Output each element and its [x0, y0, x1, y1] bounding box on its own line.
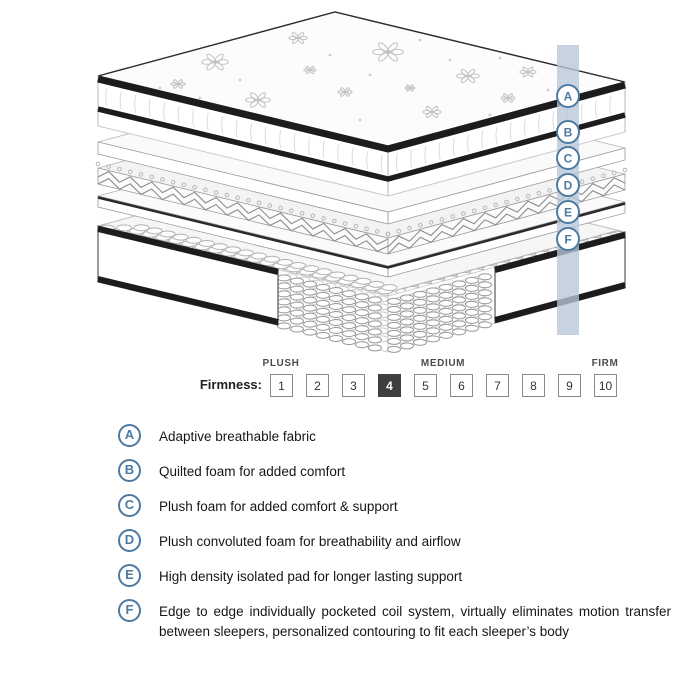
legend-text-c: Plush foam for added comfort & support [159, 499, 398, 514]
layer-label-f: F [556, 227, 580, 251]
legend-item-c: C Plush foam for added comfort & support [118, 494, 671, 517]
firmness-box-7: 7 [486, 374, 509, 397]
firmness-box-10: 10 [594, 374, 617, 397]
firmness-box-3: 3 [342, 374, 365, 397]
layer-label-a: A [556, 84, 580, 108]
legend-text-d: Plush convoluted foam for breathability … [159, 534, 461, 549]
firmness-title: Firmness: [199, 377, 262, 392]
plush-range-label: PLUSH [262, 358, 300, 369]
layer-label-f-text: F [564, 233, 571, 247]
layer-label-c-text: C [564, 152, 573, 166]
firmness-box-5: 5 [414, 374, 437, 397]
firmness-box-1: 1 [270, 374, 293, 397]
layer-label-b-text: B [564, 126, 573, 140]
legend-letter-a: A [118, 424, 141, 447]
legend-letter-b: B [118, 459, 141, 482]
firmness-box-8: 8 [522, 374, 545, 397]
layer-label-e-text: E [564, 206, 572, 220]
mattress-layers-illustration: A B C D E F [95, 11, 628, 353]
layer-label-a-text: A [564, 90, 573, 104]
firmness-box-6: 6 [450, 374, 473, 397]
firmness-boxes: 1 2 3 4 5 6 7 8 9 10 [270, 374, 617, 397]
layer-label-d: D [556, 173, 580, 197]
legend-item-d: D Plush convoluted foam for breathabilit… [118, 529, 671, 552]
legend-item-f: F Edge to edge individually pocketed coi… [118, 599, 671, 642]
medium-range-label: MEDIUM [420, 358, 466, 369]
layer-label-e: E [556, 200, 580, 224]
layer-label-bar: A B C D E F [556, 45, 580, 335]
legend-item-b: B Quilted foam for added comfort [118, 459, 671, 482]
legend-text-f: Edge to edge individually pocketed coil … [159, 604, 671, 639]
firm-range-label: FIRM [591, 358, 619, 369]
firmness-box-9: 9 [558, 374, 581, 397]
legend-text-a: Adaptive breathable fabric [159, 429, 316, 444]
legend-text-b: Quilted foam for added comfort [159, 464, 346, 479]
legend-item-e: E High density isolated pad for longer l… [118, 564, 671, 587]
firmness-box-2: 2 [306, 374, 329, 397]
legend-item-a: A Adaptive breathable fabric [118, 424, 671, 447]
layer-label-b: B [556, 120, 580, 144]
firmness-box-4: 4 [378, 374, 401, 397]
legend-text-e: High density isolated pad for longer las… [159, 569, 463, 584]
legend-letter-c: C [118, 494, 141, 517]
layer-legend: A Adaptive breathable fabric B Quilted f… [118, 424, 671, 654]
left-border-rail [97, 225, 279, 326]
layer-label-c: C [556, 146, 580, 170]
legend-letter-e: E [118, 564, 141, 587]
legend-letter-f: F [118, 599, 141, 622]
legend-letter-d: D [118, 529, 141, 552]
layer-label-d-text: D [564, 179, 573, 193]
